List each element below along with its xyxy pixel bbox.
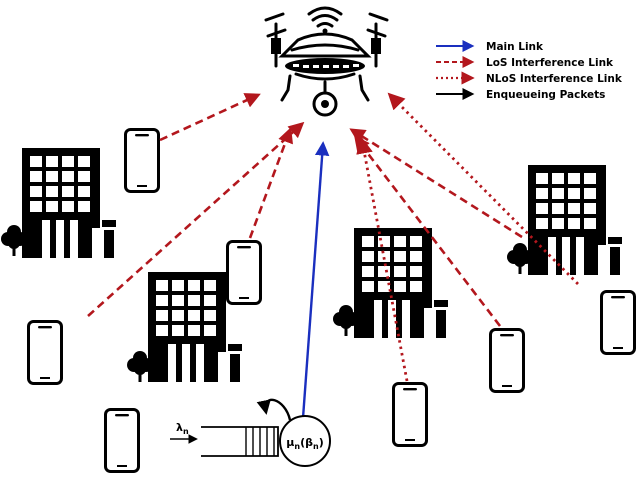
smartphone-icon (489, 328, 525, 393)
smartphone-icon (124, 128, 160, 193)
smartphone-icon (226, 240, 262, 305)
svg-text:Enqueueing Packets: Enqueueing Packets (486, 89, 605, 101)
arrival-rate-label: λn (176, 421, 189, 436)
legend: Main Link LoS Interference Link NLoS Int… (436, 40, 623, 101)
svg-text:Main Link: Main Link (486, 41, 544, 53)
legend-item-nlos-interference: NLoS Interference Link (436, 71, 623, 85)
service-rate-label: μn(βn) (286, 436, 323, 451)
queue-icon: λn μn(βn) (170, 398, 331, 467)
los-interference-links (87, 93, 523, 327)
main-link (301, 141, 330, 419)
building-icon (22, 148, 116, 258)
svg-text:NLoS Interference Link: NLoS Interference Link (486, 73, 623, 85)
drone-icon (264, 6, 389, 117)
legend-item-main-link: Main Link (436, 40, 544, 53)
legend-item-los-interference: LoS Interference Link (436, 56, 614, 69)
nlos-interference-links (356, 92, 579, 382)
building-icon (354, 228, 448, 338)
server-node (279, 415, 331, 467)
smartphone-icon (104, 408, 140, 473)
smartphone-icon (600, 290, 636, 355)
svg-text:LoS Interference Link: LoS Interference Link (486, 57, 614, 69)
smartphone-icon (392, 382, 428, 447)
wifi-icon (307, 6, 343, 34)
building-icon (528, 165, 622, 275)
legend-item-enqueueing-packets: Enqueueing Packets (436, 88, 605, 101)
smartphone-icon (27, 320, 63, 385)
